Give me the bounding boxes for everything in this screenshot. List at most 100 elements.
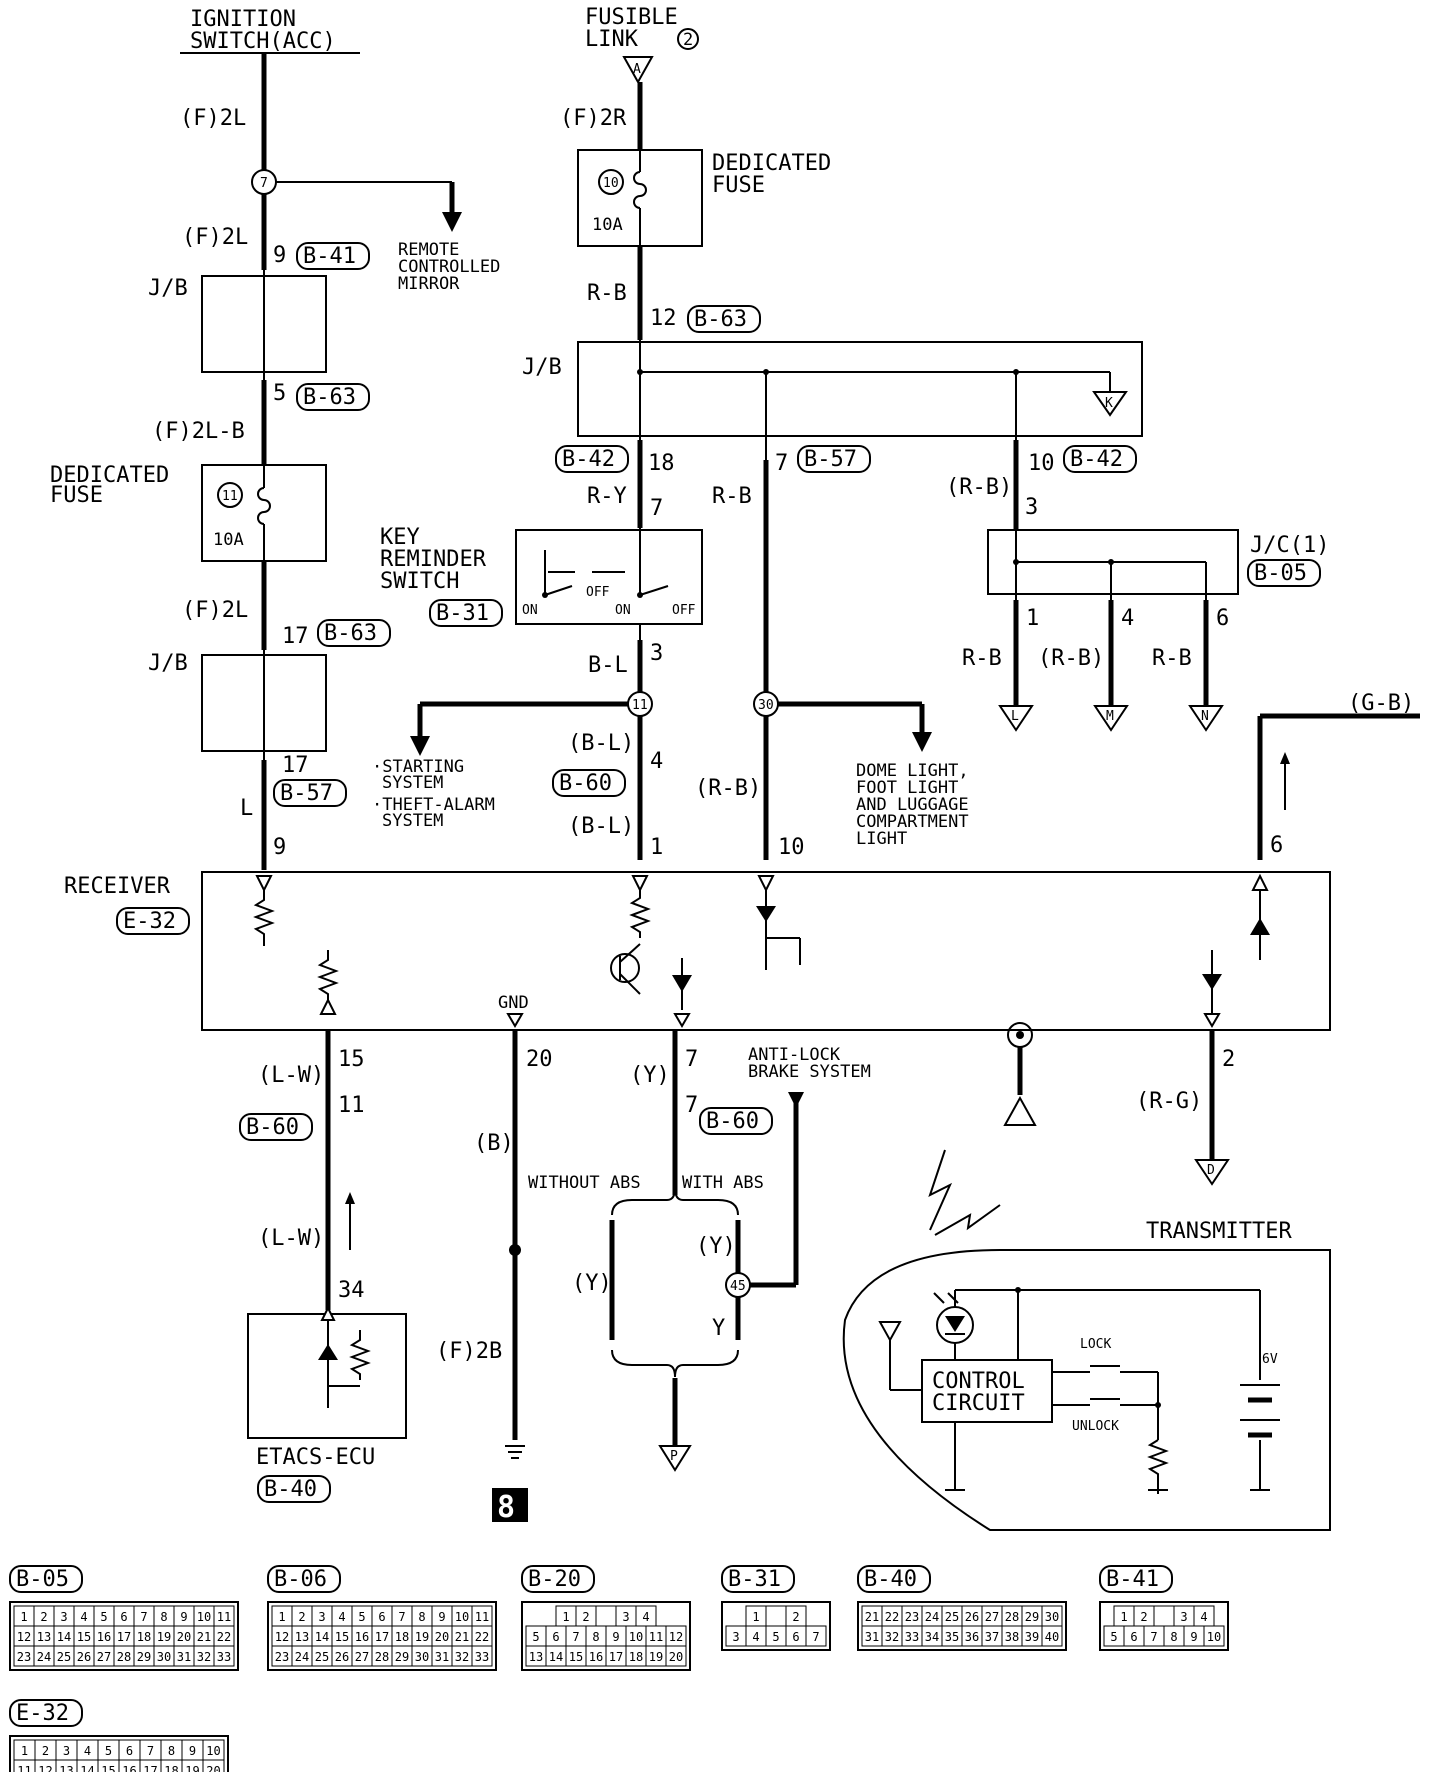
pin-cell: 4 (642, 1610, 649, 1624)
pin-cell: 21 (455, 1630, 469, 1644)
pin-10-receiver: 10 (778, 835, 805, 860)
wire-f2b: (F)2B (436, 1339, 502, 1364)
pin-3-key: 3 (650, 641, 663, 666)
key-reminder-2: REMINDER (380, 547, 487, 572)
fuse-10-number: 10 (603, 176, 619, 191)
pin-cell: 5 (105, 1744, 112, 1758)
wire-y-1: (Y) (630, 1063, 670, 1088)
dedicated-fuse-top-1: DEDICATED (712, 151, 831, 176)
control-1: CONTROL (932, 1369, 1025, 1394)
wire-lw-1: (L-W) (258, 1063, 324, 1088)
connector-b60-c: B-60 (706, 1109, 759, 1134)
key-reminder-1: KEY (380, 525, 420, 550)
wire-lw-2: (L-W) (258, 1226, 324, 1251)
key-off-2: OFF (672, 603, 696, 618)
pin-7-b57: 7 (775, 451, 788, 476)
pin-11: 11 (338, 1093, 365, 1118)
dedicated-fuse-top-2: FUSE (712, 173, 765, 198)
connector-b60-a: B-60 (559, 771, 612, 796)
pin-cell: 33 (475, 1650, 489, 1664)
wire-rb-l: R-B (962, 646, 1002, 671)
pin-cell: 1 (752, 1610, 759, 1624)
pin-17-b: 17 (282, 753, 309, 778)
pin-cell: 3 (732, 1630, 739, 1644)
dome-1: DOME LIGHT, (856, 761, 969, 781)
pin-cell: 28 (117, 1650, 131, 1664)
pin-cell: 1 (562, 1610, 569, 1624)
pin-cell: 19 (649, 1650, 663, 1664)
pin-cell: 8 (418, 1610, 425, 1624)
pin-cell: 9 (438, 1610, 445, 1624)
pin-cell: 8 (160, 1610, 167, 1624)
wire-bl: B-L (588, 653, 628, 678)
pin-6-receiver: 6 (1270, 833, 1283, 858)
wire-rb-n: R-B (1152, 646, 1192, 671)
connector-b60-b: B-60 (246, 1115, 299, 1140)
pin-cell: 12 (669, 1630, 683, 1644)
wire-bl-p1: (B-L) (568, 731, 634, 756)
pin-cell: 14 (315, 1630, 329, 1644)
pin-cell: 27 (97, 1650, 111, 1664)
connector-b57-left: B-57 (280, 781, 333, 806)
connector-b40: B-40 (264, 1477, 317, 1502)
pin-cell: 11 (649, 1630, 663, 1644)
pin-cell: 32 (455, 1650, 469, 1664)
pin-10-b42: 10 (1028, 451, 1055, 476)
pin-cell: 4 (752, 1630, 759, 1644)
pin-cell: 1 (1120, 1610, 1127, 1624)
dedicated-fuse-left-2: FUSE (50, 483, 103, 508)
pin-cell: 4 (1200, 1610, 1207, 1624)
pin-cell: 1 (278, 1610, 285, 1624)
pin-cell: 2 (582, 1610, 589, 1624)
receiver-label: RECEIVER (64, 874, 171, 899)
wire-rb-p-m: (R-B) (1038, 646, 1104, 671)
arrow-m: M (1106, 709, 1114, 724)
dome-5: LIGHT (856, 829, 907, 849)
pin-cell: 16 (589, 1650, 603, 1664)
starting-4: SYSTEM (382, 811, 443, 831)
pin-18: 18 (648, 451, 675, 476)
pin-cell: 25 (315, 1650, 329, 1664)
gnd-label: GND (498, 993, 529, 1013)
arrow-k: K (1105, 396, 1113, 411)
pin-cell: 31 (435, 1650, 449, 1664)
pin-cell: 23 (17, 1650, 31, 1664)
pin-cell: 35 (945, 1630, 959, 1644)
wire-f2lb: (F)2L-B (152, 419, 245, 444)
wire-f2l-2: (F)2L (182, 225, 248, 250)
wire-f2l-3: (F)2L (182, 598, 248, 623)
pin-9-bottom: 9 (273, 835, 286, 860)
pin-3-jc: 3 (1025, 495, 1038, 520)
pin-cell: 8 (168, 1744, 175, 1758)
pin-15: 15 (338, 1047, 365, 1072)
pin-cell: 10 (455, 1610, 469, 1624)
connector-b63-center: B-63 (694, 307, 747, 332)
pin-cell: 8 (592, 1630, 599, 1644)
pin-cell: 3 (1180, 1610, 1187, 1624)
pin-7-key: 7 (650, 496, 663, 521)
pin-cell: 9 (1190, 1630, 1197, 1644)
pin-cell: 10 (206, 1744, 220, 1758)
pin-cell: 13 (37, 1630, 51, 1644)
pin-9-top: 9 (273, 243, 286, 268)
pin-cell: 32 (885, 1630, 899, 1644)
pin-cell: 10 (629, 1630, 643, 1644)
pin-cell: 4 (338, 1610, 345, 1624)
wire-b: (B) (474, 1131, 514, 1156)
pin-cell: 5 (358, 1610, 365, 1624)
pin-cell: 24 (925, 1610, 939, 1624)
junction-45: 45 (730, 1279, 746, 1294)
pin-cell: 13 (295, 1630, 309, 1644)
pin-cell: 7 (1150, 1630, 1157, 1644)
pin-cell: 21 (865, 1610, 879, 1624)
pin-5: 5 (273, 381, 286, 406)
wire-rg: (R-G) (1136, 1089, 1202, 1114)
pin-cell: 22 (885, 1610, 899, 1624)
remote-mirror-1: REMOTE (398, 240, 459, 260)
